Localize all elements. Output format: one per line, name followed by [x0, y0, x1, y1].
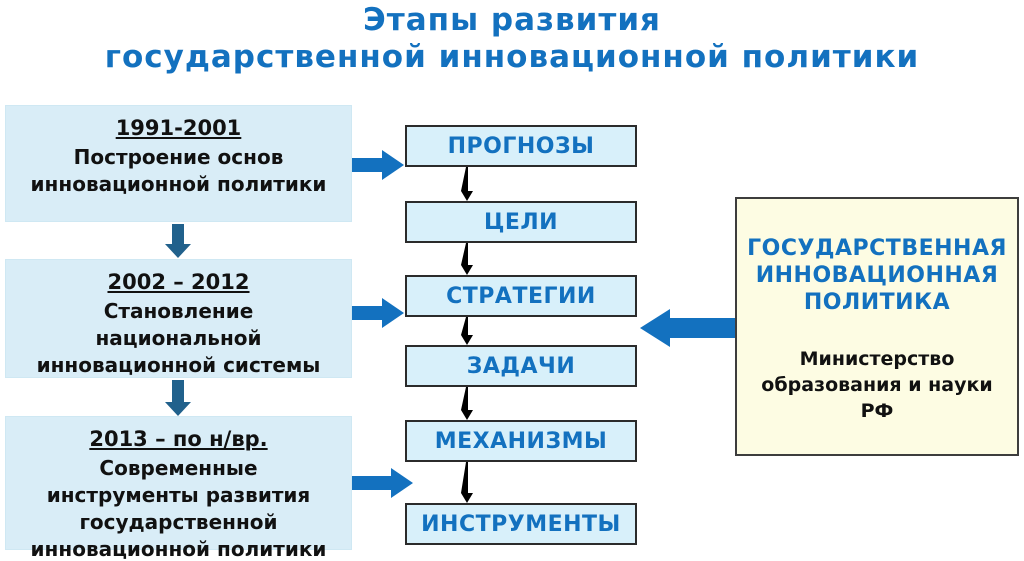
flow-box-label: МЕХАНИЗМЫ — [434, 428, 608, 454]
policy-title-line3: ПОЛИТИКА — [803, 290, 951, 315]
stage-period: 2013 – по н/вр. — [89, 427, 268, 451]
flow-connector-4-arrow-icon — [461, 387, 473, 420]
stage2-to-flow-arrow-icon — [352, 298, 404, 328]
flow-box-instruments: ИНСТРУМЕНТЫ — [405, 503, 637, 545]
policy-box-title: ГОСУДАРСТВЕННАЯ ИННОВАЦИОННАЯ ПОЛИТИКА — [737, 235, 1017, 316]
page-title-line1: Этапы развития — [363, 2, 661, 38]
stage-period: 2002 – 2012 — [107, 270, 250, 294]
stage-period: 1991-2001 — [115, 116, 242, 140]
flow-box-label: ЗАДАЧИ — [466, 353, 576, 379]
flow-box-strategies: СТРАТЕГИИ — [405, 275, 637, 317]
stage-description: Становление национальной инновационной с… — [36, 299, 321, 377]
page-title: Этапы развития государственной инновацио… — [0, 2, 1024, 76]
flow-connector-5-arrow-icon — [461, 462, 473, 503]
flow-box-forecasts: ПРОГНОЗЫ — [405, 125, 637, 167]
flow-connector-3-arrow-icon — [461, 317, 473, 345]
flow-box-goals: ЦЕЛИ — [405, 201, 637, 243]
flow-connector-2-arrow-icon — [461, 243, 473, 275]
stage2-to-stage3-down-arrow-icon — [165, 380, 191, 416]
flow-box-label: СТРАТЕГИИ — [446, 283, 596, 309]
flow-box-tasks: ЗАДАЧИ — [405, 345, 637, 387]
policy-to-flow-arrow-icon — [640, 309, 737, 347]
page-title-line2: государственной инновационной политики — [104, 39, 920, 75]
flow-box-mechanisms: МЕХАНИЗМЫ — [405, 420, 637, 462]
flow-box-label: ИНСТРУМЕНТЫ — [421, 511, 621, 537]
policy-box: ГОСУДАРСТВЕННАЯ ИННОВАЦИОННАЯ ПОЛИТИКА М… — [735, 197, 1019, 456]
stage-box-2013-now: 2013 – по н/вр. Современные инструменты … — [5, 416, 352, 561]
stage-description: Построение основ инновационной политики — [30, 145, 327, 196]
policy-box-subtitle: Министерство образования и науки РФ — [761, 348, 993, 422]
stage1-to-flow-arrow-icon — [352, 150, 404, 180]
stage-box-2002-2012: 2002 – 2012 Становление национальной инн… — [5, 259, 352, 378]
flow-connector-1-arrow-icon — [461, 167, 473, 201]
flow-box-label: ПРОГНОЗЫ — [447, 133, 595, 159]
stage-description: Современные инструменты развития государ… — [30, 456, 327, 561]
stage1-to-stage2-down-arrow-icon — [165, 224, 191, 258]
flow-box-label: ЦЕЛИ — [483, 209, 559, 235]
stage-box-1991-2001: 1991-2001 Построение основ инновационной… — [5, 105, 352, 222]
stage3-to-flow-arrow-icon — [352, 468, 413, 498]
policy-title-line2: ИННОВАЦИОННАЯ — [755, 263, 999, 288]
policy-title-line1: ГОСУДАРСТВЕННАЯ — [747, 236, 1007, 261]
